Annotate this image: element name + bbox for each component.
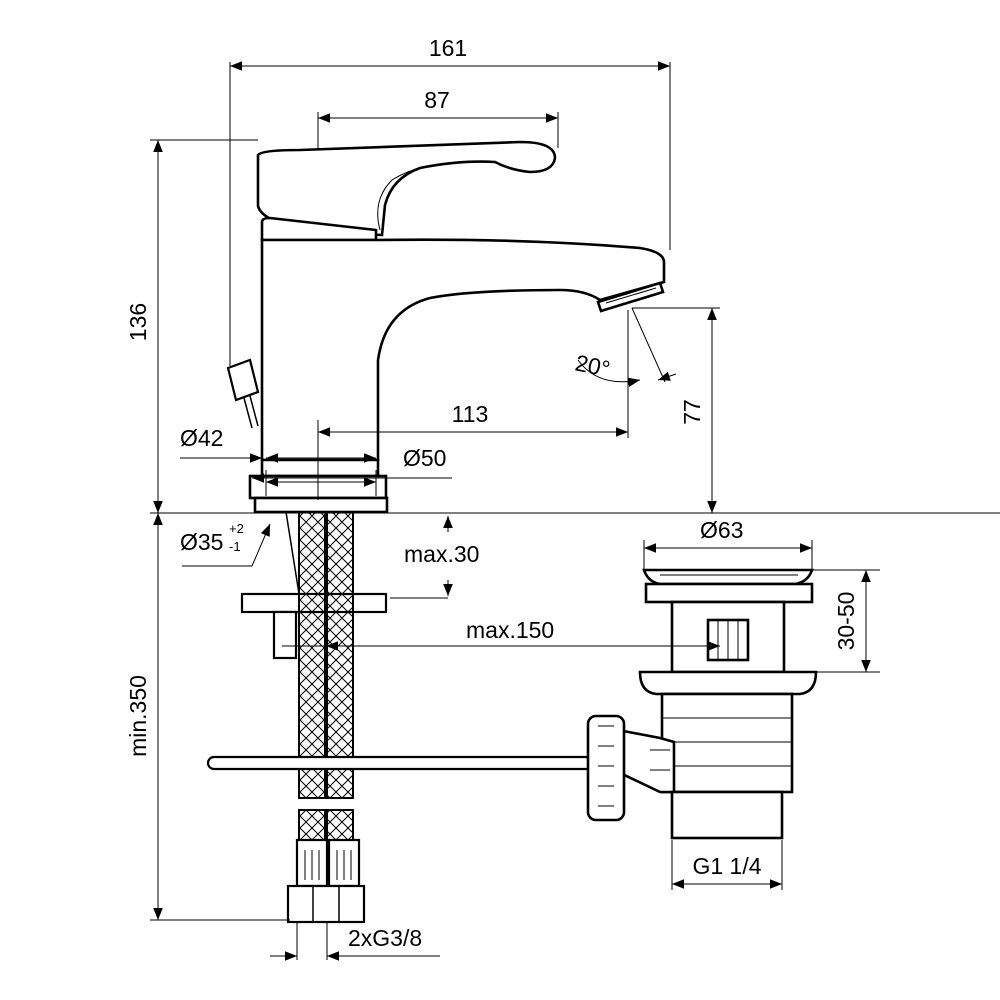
- hole-diameter-label: Ø35: [180, 529, 223, 555]
- max-pop-up-clearance-label: max.150: [466, 617, 554, 643]
- hole-tolerance-upper: +2: [229, 521, 244, 536]
- handle-length-label: 87: [424, 87, 450, 113]
- overall-height-label: 136: [125, 303, 151, 341]
- waste-diameter-label: Ø63: [700, 517, 743, 543]
- waste-thread-label: G1 1/4: [692, 853, 761, 879]
- dimension-lines: [153, 61, 871, 961]
- waste-range-label: 30-50: [833, 592, 859, 651]
- max-deck-thickness-label: max.30: [404, 541, 479, 567]
- dimension-labels: 161 87 136 113 77 Ø42 Ø50 Ø35 +2 -1 20° …: [125, 35, 859, 951]
- waste-assembly: [586, 568, 818, 840]
- hole-tolerance-lower: -1: [229, 539, 241, 554]
- aerator-angle-label: 20°: [573, 349, 612, 382]
- base-diameter-label: Ø42: [180, 425, 223, 451]
- faucet-body: [256, 140, 666, 462]
- min-hose-length-label: min.350: [125, 675, 151, 757]
- flange-diameter-label: Ø50: [403, 445, 446, 471]
- fixing-assembly: [240, 511, 388, 924]
- overall-width-label: 161: [429, 35, 467, 61]
- spout-height-label: 77: [679, 399, 705, 425]
- hose-thread-label: 2xG3/8: [348, 925, 422, 951]
- spout-reach-label: 113: [452, 401, 489, 427]
- pull-rod: [206, 755, 594, 771]
- pop-up-rod: [226, 358, 260, 429]
